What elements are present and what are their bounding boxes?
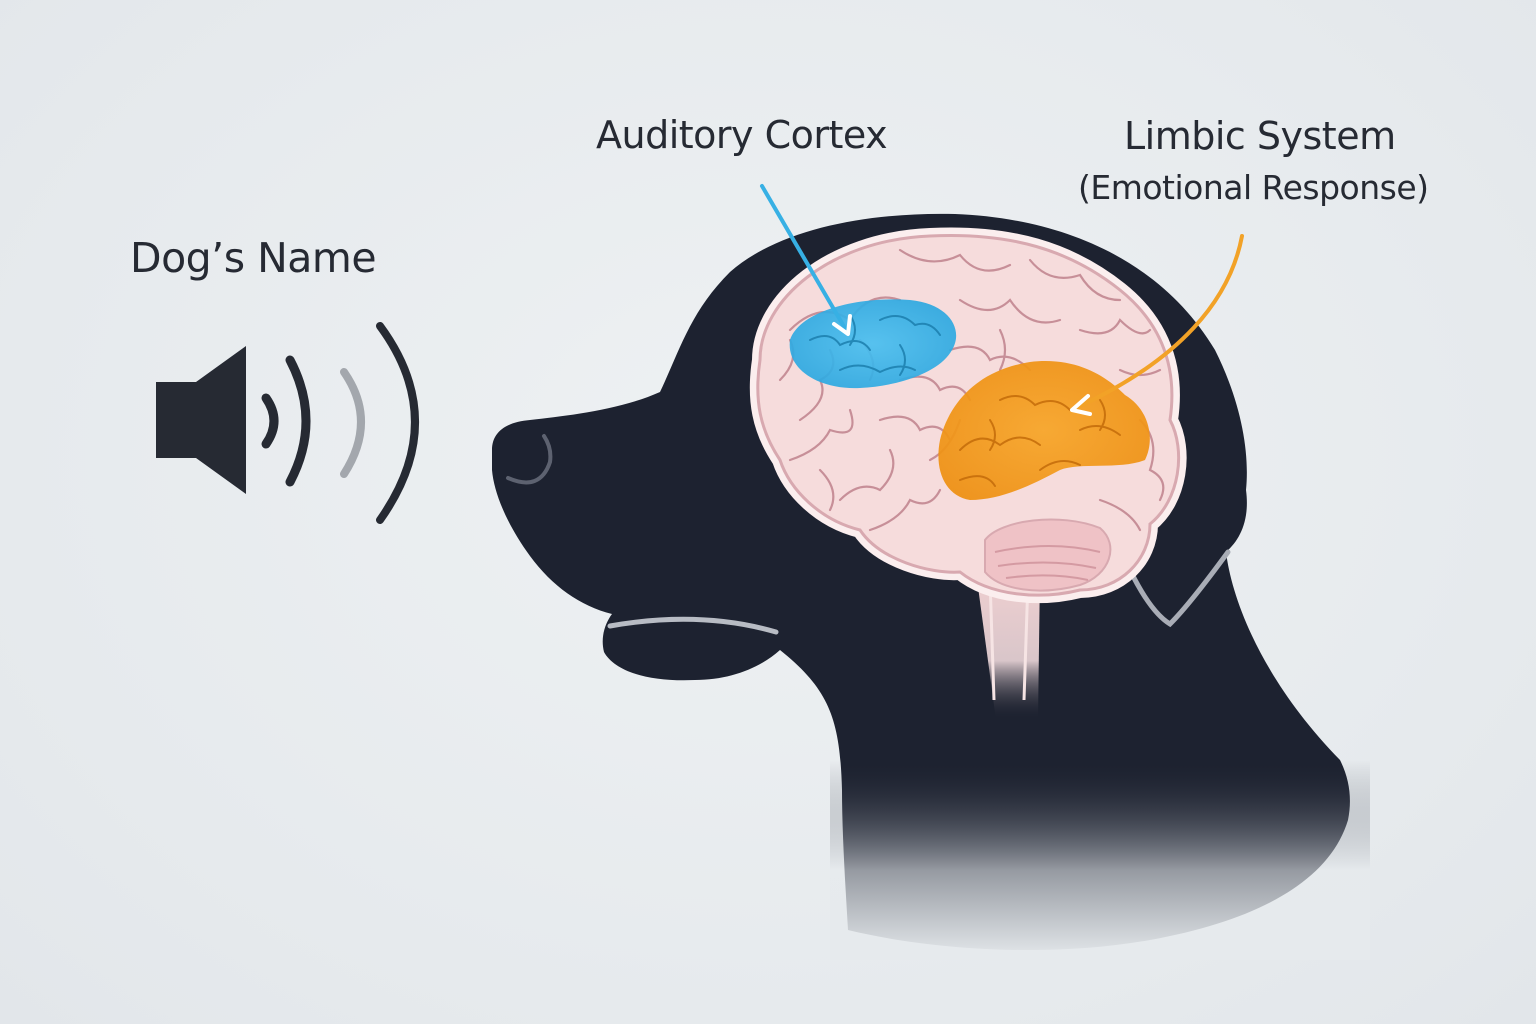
speaker-icon (156, 322, 419, 524)
limbic-arrow (1070, 234, 1244, 416)
auditory-cortex-highlight (789, 299, 957, 389)
auditory-arrow (760, 184, 852, 336)
sound-label: Dog’s Name (130, 234, 377, 282)
limbic-system-label: Limbic System (1124, 114, 1396, 158)
auditory-cortex-label: Auditory Cortex (596, 113, 888, 157)
limbic-system-subtitle: (Emotional Response) (1078, 168, 1429, 207)
brain-stem (976, 572, 1040, 720)
